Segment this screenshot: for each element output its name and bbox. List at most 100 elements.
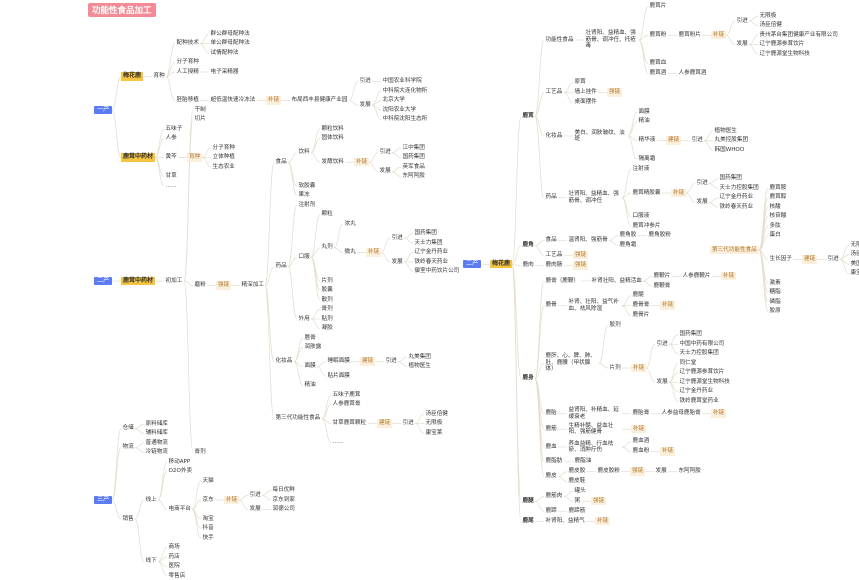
mindmap-node[interactable]: 国药集团 <box>414 230 437 236</box>
mindmap-node[interactable]: 无限极 <box>759 12 777 19</box>
mindmap-node[interactable]: 天士力控股集团 <box>679 350 719 357</box>
mindmap-node[interactable]: 鹿茸冲参片 <box>632 222 661 229</box>
mindmap-node[interactable]: 化妆品 <box>275 358 293 365</box>
mindmap-node[interactable]: 汤臣倍健 <box>425 410 448 417</box>
mindmap-node[interactable]: 鹿茸醇 <box>769 194 787 201</box>
mindmap-node[interactable]: 鹿皮胶 <box>568 468 586 475</box>
mindmap-node[interactable]: 育种 <box>153 73 165 80</box>
mindmap-node[interactable]: 国药集团 <box>402 154 425 160</box>
mindmap-node[interactable]: 鹿肉肠 <box>545 262 563 269</box>
mindmap-node[interactable]: 鹿角 <box>522 242 534 249</box>
mindmap-node[interactable]: 鹿腿 <box>522 497 534 504</box>
mindmap-node[interactable]: 原茸 <box>574 79 586 86</box>
chain-tag-node[interactable]: 补链 <box>595 516 611 526</box>
chain-tag-node[interactable]: 建链 <box>377 419 393 428</box>
mindmap-node[interactable]: 糖脂 <box>769 289 781 296</box>
mindmap-node[interactable]: 美白、润肤皱纹、淡斑 <box>574 129 625 143</box>
mindmap-node[interactable]: 铁岭鹿茸堂药业 <box>679 397 719 404</box>
mindmap-node[interactable]: 人参鹿鞭片 <box>682 272 711 279</box>
mindmap-node[interactable]: 口服 <box>298 253 310 260</box>
mindmap-node[interactable]: 凝胶 <box>321 325 333 331</box>
mindmap-node[interactable]: 果冻 <box>298 192 310 198</box>
mindmap-node[interactable]: 群公群母配种法 <box>210 30 250 37</box>
mindmap-node[interactable]: 京东到家 <box>272 496 295 503</box>
mindmap-node[interactable]: 发展 <box>656 378 668 385</box>
mindmap-node[interactable]: 初加工 <box>165 277 183 284</box>
mindmap-node[interactable]: 抖音 <box>202 525 214 531</box>
mindmap-node[interactable]: 人工授精 <box>176 68 199 75</box>
mindmap-node[interactable]: 发展 <box>249 506 261 512</box>
mindmap-node[interactable]: 商场 <box>168 544 180 550</box>
mindmap-node[interactable]: 鹿鞭膏 <box>653 282 671 289</box>
mindmap-node[interactable]: 铁岭春天药业 <box>719 203 754 210</box>
mindmap-node[interactable]: 销售 <box>122 515 134 522</box>
mindmap-node[interactable]: 罐头 <box>574 487 586 494</box>
mindmap-node[interactable]: 康宝莱 <box>850 270 859 277</box>
mindmap-node[interactable]: 鹿膏（鹿鞭） <box>545 277 580 284</box>
mindmap-node[interactable]: 医院 <box>168 563 180 569</box>
mindmap-node[interactable]: 线上 <box>145 496 157 503</box>
mindmap-node[interactable]: 膏剂 <box>321 306 333 312</box>
mindmap-node[interactable]: 辽宁鹿源参茸饮片 <box>759 41 805 48</box>
mindmap-node[interactable]: 鹿髓 <box>632 292 644 299</box>
chain-tag-node[interactable]: 补链 <box>711 409 727 418</box>
mindmap-node[interactable]: 鹿尾 <box>522 517 534 524</box>
mindmap-node[interactable]: 引进 <box>736 17 748 24</box>
chain-tag-node[interactable]: 第三代功能性食品 <box>710 245 759 255</box>
mindmap-node[interactable]: 东阿阿胶 <box>402 173 425 179</box>
mindmap-node[interactable]: 鹿筋 <box>545 425 557 432</box>
mindmap-node[interactable]: 鹿肉 <box>522 262 534 269</box>
mindmap-node[interactable]: 鹿皮胶粉 <box>597 468 620 475</box>
key-category-node[interactable]: 鹿茸中药材 <box>121 276 156 286</box>
mindmap-node[interactable]: 淘宝 <box>202 515 214 522</box>
mindmap-node[interactable]: …… <box>165 182 177 189</box>
mindmap-node[interactable]: 桌面摆件 <box>574 99 597 106</box>
mindmap-node[interactable]: 精油 <box>304 382 316 388</box>
mindmap-node[interactable]: 单公群母配种法 <box>210 40 250 46</box>
mindmap-node[interactable]: 化妆品 <box>545 132 563 139</box>
mindmap-node[interactable]: O2O外卖 <box>168 468 193 474</box>
chain-tag-node[interactable]: 强链 <box>630 467 646 476</box>
mindmap-node[interactable]: …… <box>332 439 344 445</box>
mindmap-node[interactable]: 发展 <box>359 101 371 108</box>
mindmap-node[interactable]: 引进 <box>379 149 391 156</box>
mindmap-node[interactable]: 口服液 <box>632 213 650 220</box>
mindmap-node[interactable]: 沈阳农业大学 <box>382 106 417 113</box>
mindmap-node[interactable]: 壮肾阳、益精血、强筋骨、调冲任、托疮毒 <box>585 30 636 50</box>
mindmap-node[interactable]: 多肽 <box>769 222 781 229</box>
mindmap-node[interactable]: 引进 <box>249 491 261 498</box>
mindmap-node[interactable]: 养血益精、行血祛瘀、消肿疗伤 <box>568 440 614 454</box>
mindmap-node[interactable]: 中国农业科学院 <box>382 78 422 84</box>
mindmap-node[interactable]: 铁岭春天药业 <box>414 258 449 265</box>
mindmap-node[interactable]: 天士力控股集团 <box>719 184 759 191</box>
mindmap-node[interactable]: 国药集团 <box>679 331 702 338</box>
mindmap-node[interactable]: 胶原 <box>769 308 781 315</box>
chain-tag-node[interactable]: 强链 <box>591 496 607 506</box>
mindmap-node[interactable]: 鹿茸 <box>522 113 534 119</box>
mindmap-node[interactable]: 江中集团 <box>402 144 425 151</box>
mindmap-node[interactable]: 核苷酸 <box>769 213 787 220</box>
mindmap-node[interactable]: 东阿阿胶 <box>678 468 701 475</box>
mindmap-node[interactable]: 植物医生 <box>714 127 737 134</box>
mindmap-node[interactable]: 食品 <box>275 158 287 165</box>
mindmap-node[interactable]: 人参鹿茸膏 <box>332 401 361 407</box>
mindmap-node[interactable]: 五味子鹿茸 <box>332 391 361 398</box>
key-category-node[interactable]: 梅花鹿 <box>490 259 513 269</box>
mindmap-node[interactable]: 鹿肝、心、脾、肺、肚、鹿腰（甲状腺体） <box>545 353 596 373</box>
mindmap-node[interactable]: 补肾壮阳、益精活血 <box>591 277 642 284</box>
mindmap-node[interactable]: 激素 <box>769 279 781 286</box>
mindmap-node[interactable]: 分子育种 <box>176 59 199 65</box>
mindmap-node[interactable]: 发酵饮料 <box>321 158 344 165</box>
mindmap-node[interactable]: 鹿茸粉 <box>649 31 667 38</box>
mindmap-node[interactable]: 布局西丰县健康产业园 <box>291 97 348 103</box>
mindmap-node[interactable]: 鹿血粉 <box>632 448 650 455</box>
mindmap-node[interactable]: 康宝莱 <box>425 429 443 436</box>
chain-tag-node[interactable]: 补链 <box>671 188 687 198</box>
mindmap-node[interactable]: 辽宁金丹药业 <box>719 194 754 201</box>
mindmap-node[interactable]: 鹿蹄 <box>545 507 557 514</box>
mindmap-node[interactable]: 人参 <box>165 135 177 141</box>
chain-tag-node[interactable]: 强链 <box>573 261 589 270</box>
chain-tag-node[interactable]: 补链 <box>224 495 240 505</box>
mindmap-node[interactable]: 功能性食品 <box>545 36 574 43</box>
chain-tag-node[interactable]: 补链 <box>266 96 282 105</box>
